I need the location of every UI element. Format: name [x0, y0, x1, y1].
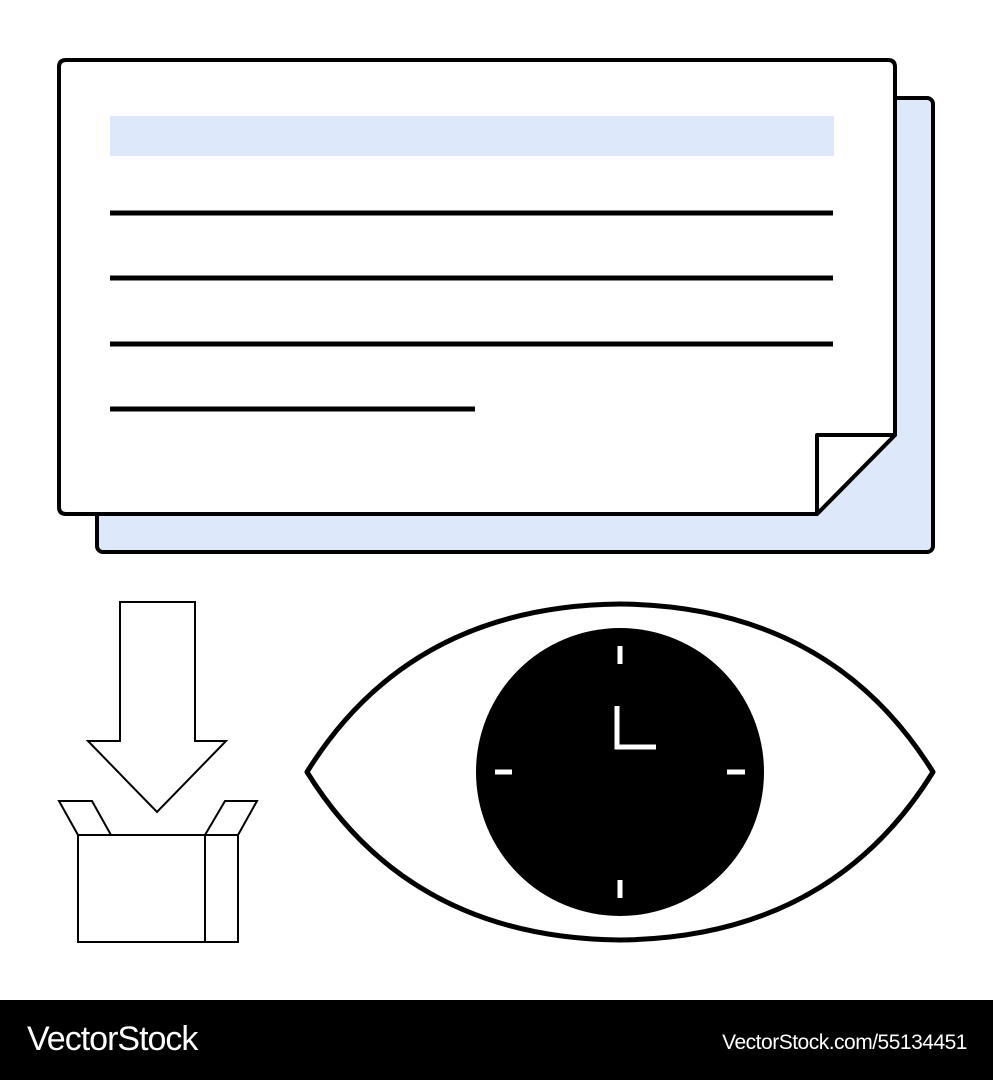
image-url: VectorStock.com/55134451 [722, 1031, 967, 1054]
brand-logo: VectorStock [27, 1020, 198, 1058]
illustration [57, 58, 936, 943]
left-flap [57, 800, 113, 836]
box-front [77, 834, 206, 943]
clock-hands [614, 706, 656, 750]
download-to-box-icon [57, 601, 259, 943]
page-fold-corner [815, 433, 897, 516]
watermark-footer: VectorStock VectorStock.com/55134451 [0, 1000, 993, 1080]
clock-ticks [495, 646, 745, 898]
right-flap [203, 800, 259, 836]
clock-face [476, 628, 764, 916]
front-page [57, 58, 897, 516]
document-icon [57, 58, 935, 554]
down-arrow [85, 601, 229, 814]
heading-highlight [110, 116, 834, 156]
box-side [204, 834, 239, 943]
eye-clock-icon [304, 601, 936, 943]
